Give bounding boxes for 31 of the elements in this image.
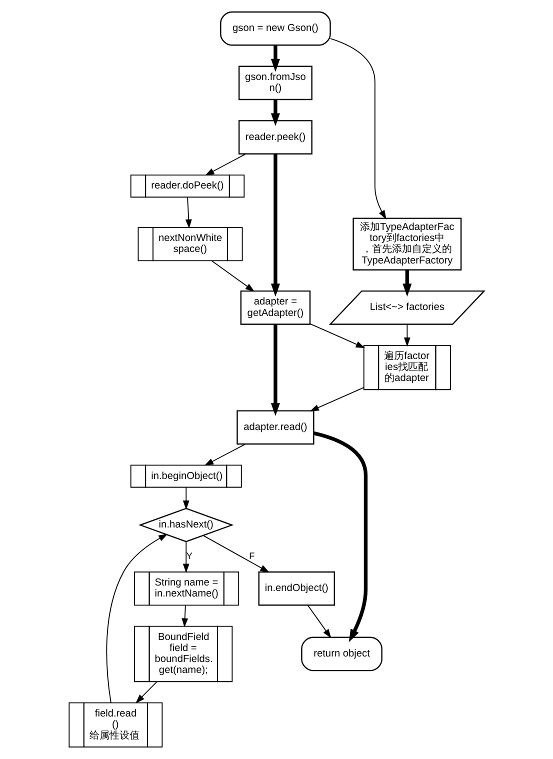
node-box: in.endObject() bbox=[258, 571, 335, 606]
node-box: gson = new Gson() bbox=[220, 11, 331, 46]
node-box: return object bbox=[301, 636, 382, 672]
arrow bbox=[202, 535, 270, 572]
arrow bbox=[270, 324, 280, 416]
edge-label: Y bbox=[186, 551, 192, 562]
arrow bbox=[310, 387, 364, 412]
arrow bbox=[205, 154, 246, 176]
arrow bbox=[270, 45, 280, 72]
arrow bbox=[310, 323, 366, 348]
arrow bbox=[182, 604, 188, 628]
arrow bbox=[270, 154, 280, 297]
arrow bbox=[182, 541, 190, 573]
arrow bbox=[270, 100, 280, 126]
arrow bbox=[182, 486, 190, 510]
arrow bbox=[402, 270, 412, 297]
arrow bbox=[313, 431, 368, 642]
node-box: adapter.read() bbox=[236, 410, 314, 445]
arrow bbox=[136, 681, 158, 704]
edge-label: F bbox=[249, 551, 255, 562]
arrow bbox=[330, 38, 386, 220]
arrow bbox=[211, 260, 255, 292]
arrow bbox=[404, 324, 410, 347]
node-box: adapter = getAdapter() bbox=[240, 290, 311, 325]
arrow bbox=[307, 604, 332, 638]
arrow bbox=[185, 196, 192, 229]
node-box: reader.peek() bbox=[238, 120, 312, 154]
arrow bbox=[204, 444, 246, 466]
arrow bbox=[106, 534, 168, 703]
node-box: gson.fromJson() bbox=[238, 66, 312, 100]
node-box: 添加TypeAdapterFactory到factories中，首先添加自定义的TypeAdapterFactory bbox=[352, 218, 462, 270]
